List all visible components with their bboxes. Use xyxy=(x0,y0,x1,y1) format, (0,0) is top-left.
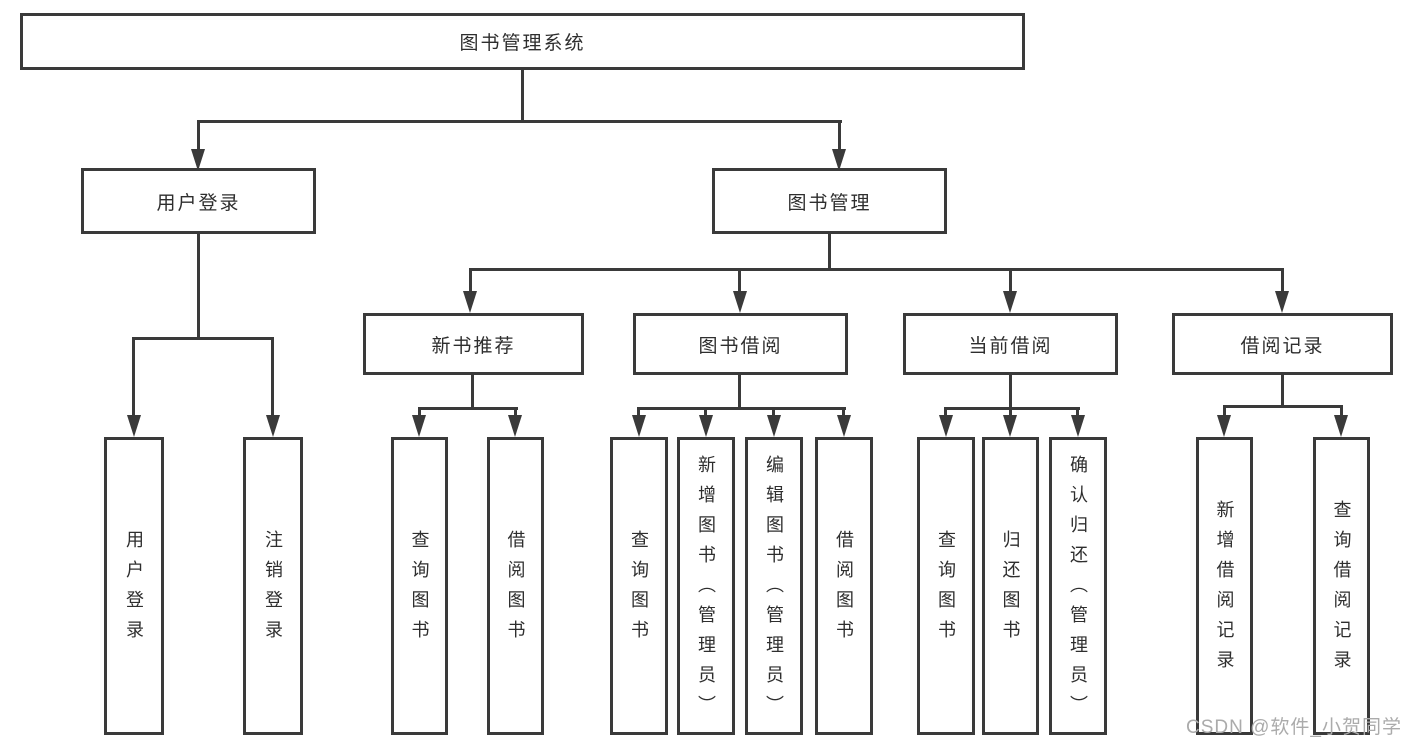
connector-drop-book-borrow xyxy=(738,268,741,293)
connector-rail xyxy=(637,407,846,410)
csdn-watermark: CSDN @软件_小贺同学 xyxy=(1186,717,1402,738)
connector-drop xyxy=(842,407,845,417)
arrow-down-icon xyxy=(1217,415,1231,437)
connector-rail xyxy=(418,407,518,410)
connector-drop-book-management xyxy=(838,120,841,151)
leaf-borrow-books-recommend: 借阅图书 xyxy=(487,437,544,735)
node-book-borrowing: 图书借阅 xyxy=(633,313,848,375)
arrow-down-icon xyxy=(508,415,522,437)
arrow-down-icon xyxy=(266,415,280,437)
connector-drop xyxy=(418,407,421,417)
connector-drop xyxy=(637,407,640,417)
arrow-down-icon xyxy=(832,149,846,171)
leaf-edit-books-admin: 编辑图书（管理员） xyxy=(745,437,803,735)
connector-rail xyxy=(944,407,1080,410)
arrow-down-icon xyxy=(939,415,953,437)
node-book-management: 图书管理 xyxy=(712,168,947,234)
leaf-query-borrow-record: 查询借阅记录 xyxy=(1313,437,1370,735)
connector-book-management-stem xyxy=(828,234,831,270)
connector-root-stem xyxy=(521,70,524,120)
connector-drop xyxy=(1009,407,1012,417)
connector-rail xyxy=(1223,405,1343,408)
connector-drop xyxy=(514,407,517,417)
connector-stem xyxy=(471,375,474,409)
node-borrowing-records: 借阅记录 xyxy=(1172,313,1393,375)
leaf-borrow-books: 借阅图书 xyxy=(815,437,873,735)
arrow-down-icon xyxy=(1003,291,1017,313)
connector-root-rail xyxy=(197,120,842,123)
connector-stem xyxy=(738,375,741,409)
leaf-add-borrow-record: 新增借阅记录 xyxy=(1196,437,1253,735)
arrow-down-icon xyxy=(767,415,781,437)
leaf-return-books: 归还图书 xyxy=(982,437,1039,735)
connector-drop xyxy=(1340,405,1343,417)
connector-user-login-rail xyxy=(133,337,274,340)
leaf-user-login: 用户登录 xyxy=(104,437,164,735)
leaf-query-books-recommend: 查询图书 xyxy=(391,437,448,735)
arrow-down-icon xyxy=(1071,415,1085,437)
connector-stem xyxy=(1009,375,1012,409)
arrow-down-icon xyxy=(127,415,141,437)
node-library-management-system: 图书管理系统 xyxy=(20,13,1025,70)
connector-stem xyxy=(1281,375,1284,407)
connector-drop-borrow-records xyxy=(1281,268,1284,293)
connector-drop xyxy=(944,407,947,417)
arrow-down-icon xyxy=(1275,291,1289,313)
arrow-down-icon xyxy=(1334,415,1348,437)
leaf-confirm-return-admin: 确认归还（管理员） xyxy=(1049,437,1107,735)
connector-drop-current-borrow xyxy=(1009,268,1012,293)
connector-drop xyxy=(772,407,775,417)
node-current-borrowing: 当前借阅 xyxy=(903,313,1118,375)
connector-book-management-rail xyxy=(469,268,1284,271)
node-new-book-recommendation: 新书推荐 xyxy=(363,313,584,375)
connector-drop-user-login xyxy=(197,120,200,151)
connector-drop-new-book xyxy=(469,268,472,293)
arrow-down-icon xyxy=(412,415,426,437)
arrow-down-icon xyxy=(191,149,205,171)
connector-drop-logout-leaf xyxy=(271,337,274,417)
connector-drop xyxy=(1223,405,1226,417)
connector-user-login-stem xyxy=(197,234,200,339)
connector-drop xyxy=(1076,407,1079,417)
arrow-down-icon xyxy=(699,415,713,437)
leaf-logout: 注销登录 xyxy=(243,437,303,735)
connector-drop-login-leaf xyxy=(132,337,135,417)
arrow-down-icon xyxy=(1003,415,1017,437)
leaf-add-books-admin: 新增图书（管理员） xyxy=(677,437,735,735)
arrow-down-icon xyxy=(463,291,477,313)
arrow-down-icon xyxy=(733,291,747,313)
arrow-down-icon xyxy=(632,415,646,437)
node-user-login: 用户登录 xyxy=(81,168,316,234)
leaf-query-books-current: 查询图书 xyxy=(917,437,975,735)
leaf-query-books-borrowing: 查询图书 xyxy=(610,437,668,735)
arrow-down-icon xyxy=(837,415,851,437)
connector-drop xyxy=(704,407,707,417)
